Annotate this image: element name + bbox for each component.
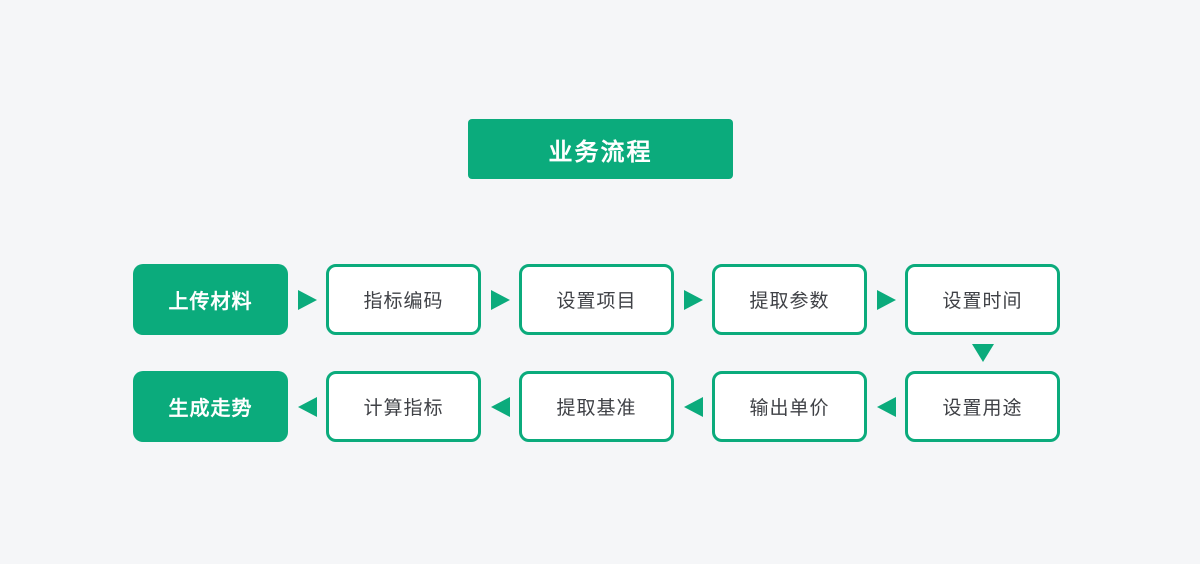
flow-connector [288, 371, 326, 442]
node-label: 指标编码 [363, 291, 444, 312]
flow-connector [867, 264, 905, 335]
flow-connector [674, 371, 712, 442]
flow-node-set-time: 设置时间 [905, 264, 1060, 335]
arrow-right-icon [297, 289, 317, 310]
flow-node-extract-parameters: 提取参数 [712, 264, 867, 335]
node-label: 提取参数 [749, 291, 830, 312]
flow-node-output-unit-price: 输出单价 [712, 371, 867, 442]
flow-connector [288, 264, 326, 335]
flow-node-set-project: 设置项目 [519, 264, 674, 335]
diagram-title-box: 业务流程 [468, 119, 733, 179]
arrow-right-icon [683, 289, 703, 310]
node-label: 设置项目 [556, 291, 637, 312]
node-label: 输出单价 [749, 398, 830, 419]
arrow-down-icon [972, 344, 994, 362]
arrow-left-icon [876, 396, 896, 417]
flow-node-upload-materials: 上传材料 [133, 264, 288, 335]
node-label: 上传材料 [168, 291, 253, 313]
flow-connector [481, 371, 519, 442]
flow-connector [867, 371, 905, 442]
arrow-left-icon [297, 396, 317, 417]
arrow-right-icon [490, 289, 510, 310]
flow-node-generate-trend: 生成走势 [133, 371, 288, 442]
node-label: 设置时间 [942, 291, 1023, 312]
arrow-left-icon [683, 396, 703, 417]
node-label: 计算指标 [363, 398, 444, 419]
flow-node-calculate-indicators: 计算指标 [326, 371, 481, 442]
flow-connector [674, 264, 712, 335]
flow-node-indicator-coding: 指标编码 [326, 264, 481, 335]
node-label: 生成走势 [168, 398, 253, 420]
node-label: 提取基准 [556, 398, 637, 419]
flow-row-bottom: 生成走势 计算指标 提取基准 输出单价 设置用途 [133, 371, 1060, 442]
flow-row-top: 上传材料 指标编码 设置项目 提取参数 设置时间 [133, 264, 1060, 335]
diagram-title: 业务流程 [548, 138, 653, 166]
flow-node-set-purpose: 设置用途 [905, 371, 1060, 442]
flow-node-extract-baseline: 提取基准 [519, 371, 674, 442]
flow-connector [481, 264, 519, 335]
node-label: 设置用途 [942, 398, 1023, 419]
arrow-right-icon [876, 289, 896, 310]
arrow-left-icon [490, 396, 510, 417]
